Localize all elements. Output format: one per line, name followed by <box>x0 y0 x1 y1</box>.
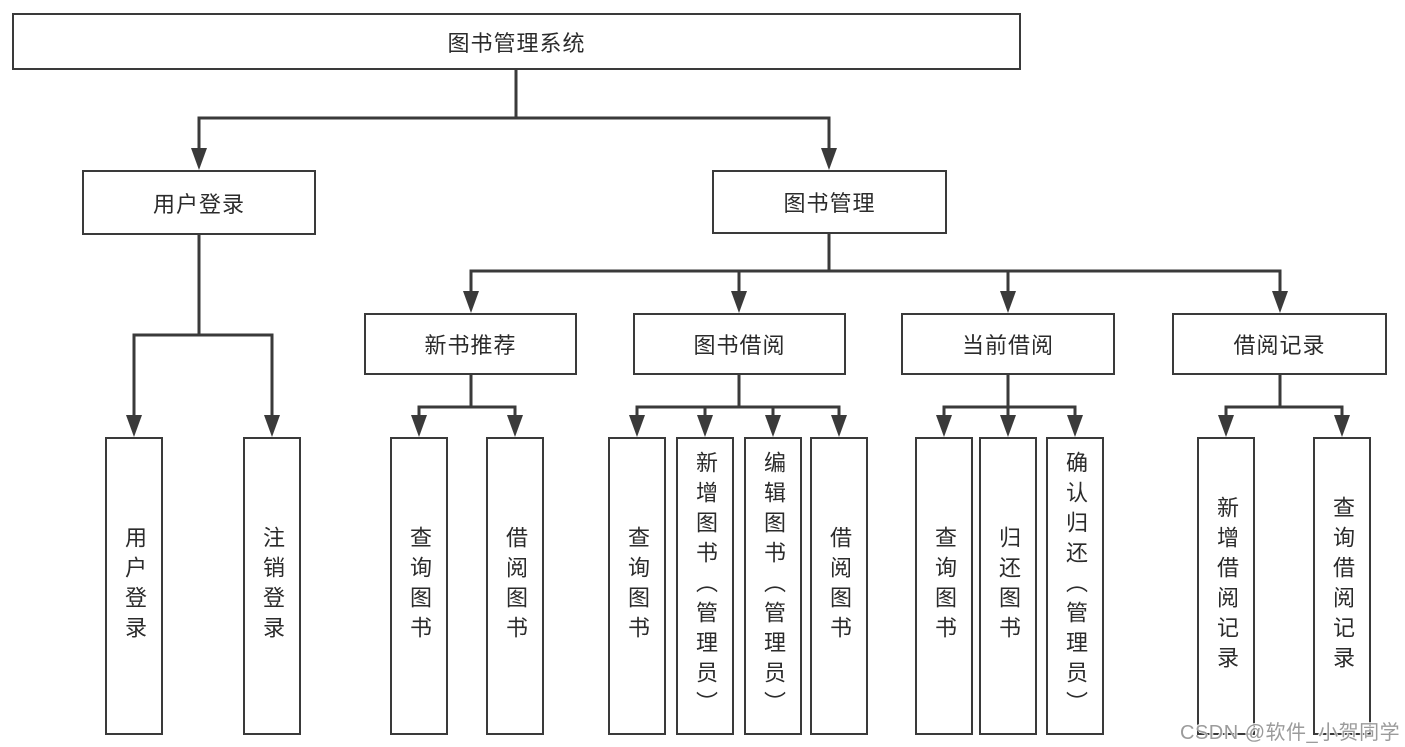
node-book-management: 图书管理 <box>712 170 947 234</box>
leaf-query-books-current: 查询图书 <box>915 437 973 735</box>
leaf-label: 查询图书 <box>932 526 957 646</box>
leaf-label: 新增借阅记录 <box>1214 496 1239 676</box>
leaf-return-book: 归还图书 <box>979 437 1037 735</box>
node-label: 借阅记录 <box>1233 333 1326 358</box>
leaf-label: 确认归还（管理员） <box>1063 451 1088 721</box>
leaf-label: 借阅图书 <box>503 526 528 646</box>
leaf-query-books-borrowing: 查询图书 <box>608 437 666 735</box>
leaf-label: 查询图书 <box>625 526 650 646</box>
leaf-borrow-books-borrowing: 借阅图书 <box>810 437 868 735</box>
leaf-label: 查询借阅记录 <box>1330 496 1355 676</box>
leaf-label: 查询图书 <box>407 526 432 646</box>
csdn-watermark: CSDN @软件_小贺同学 <box>1180 722 1401 744</box>
node-book-borrowing: 图书借阅 <box>633 313 846 375</box>
node-label: 用户登录 <box>152 191 245 217</box>
node-label: 当前借阅 <box>961 333 1054 358</box>
node-label: 图书管理 <box>783 191 876 216</box>
leaf-label: 借阅图书 <box>827 526 852 646</box>
leaf-add-borrow-record: 新增借阅记录 <box>1197 437 1255 735</box>
leaf-borrow-books-recommend: 借阅图书 <box>486 437 544 735</box>
leaf-edit-book-admin: 编辑图书（管理员） <box>744 437 802 735</box>
node-label: 图书借阅 <box>693 333 786 358</box>
node-current-borrowing: 当前借阅 <box>901 313 1115 375</box>
leaf-confirm-return-admin: 确认归还（管理员） <box>1046 437 1104 735</box>
leaf-label: 新增图书（管理员） <box>693 451 718 721</box>
leaf-add-book-admin: 新增图书（管理员） <box>676 437 734 735</box>
leaf-logout: 注销登录 <box>243 437 301 735</box>
leaf-query-books-recommend: 查询图书 <box>390 437 448 735</box>
leaf-label: 归还图书 <box>996 526 1021 646</box>
node-new-book-recommendation: 新书推荐 <box>364 313 577 375</box>
leaf-query-borrow-record: 查询借阅记录 <box>1313 437 1371 735</box>
node-user-login: 用户登录 <box>82 170 316 235</box>
node-library-management-system: 图书管理系统 <box>12 13 1021 70</box>
node-borrowing-records: 借阅记录 <box>1172 313 1387 375</box>
leaf-user-login: 用户登录 <box>105 437 163 735</box>
leaf-label: 用户登录 <box>122 526 147 646</box>
node-label: 图书管理系统 <box>447 30 586 56</box>
leaf-label: 注销登录 <box>260 526 285 646</box>
node-label: 新书推荐 <box>424 333 517 358</box>
leaf-label: 编辑图书（管理员） <box>761 451 786 721</box>
